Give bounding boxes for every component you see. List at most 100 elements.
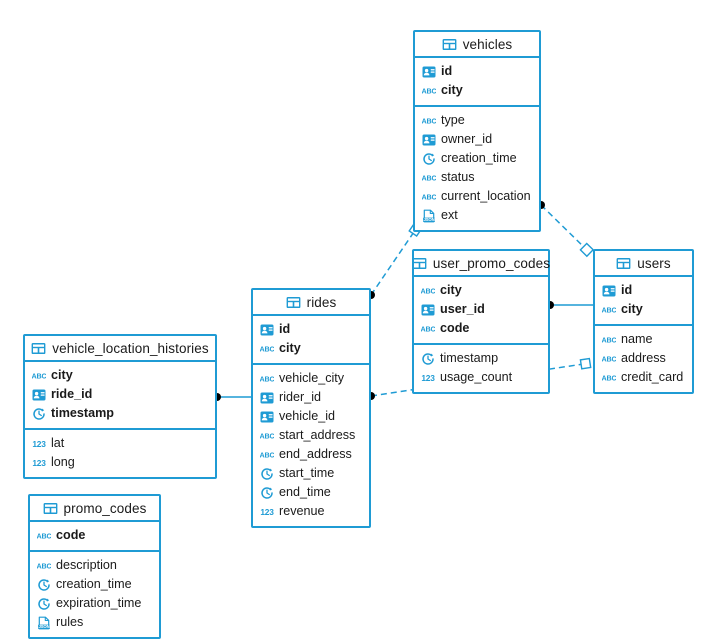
svg-text:ABC: ABC	[421, 286, 435, 295]
svg-text:ABC: ABC	[32, 371, 46, 380]
id-icon	[422, 65, 436, 79]
column-end_time[interactable]: end_time	[253, 483, 369, 502]
svg-text:JSON: JSON	[38, 624, 49, 629]
table-icon	[43, 501, 58, 516]
column-credit_card[interactable]: ABC credit_card	[595, 368, 692, 387]
column-name: end_time	[279, 485, 331, 499]
abc-icon: ABC	[602, 303, 616, 317]
column-name: city	[51, 368, 73, 382]
abc-icon: ABC	[37, 559, 51, 573]
column-name: credit_card	[621, 370, 684, 384]
table-header-rides[interactable]: rides	[253, 290, 369, 316]
column-rules[interactable]: JSON rules	[30, 613, 159, 632]
key-column-id[interactable]: id	[595, 281, 692, 300]
column-name: rules	[56, 615, 84, 629]
column-rider_id[interactable]: rider_id	[253, 388, 369, 407]
one-marker-square	[579, 357, 592, 370]
clock-icon	[260, 467, 274, 481]
table-header-users[interactable]: users	[595, 251, 692, 277]
table-header-vehicles[interactable]: vehicles	[415, 32, 539, 58]
column-name: type	[441, 113, 465, 127]
table-header-vehicle_location_histories[interactable]: vehicle_location_histories	[25, 336, 215, 362]
column-description[interactable]: ABC description	[30, 556, 159, 575]
table-header-promo_codes[interactable]: promo_codes	[30, 496, 159, 522]
json-icon: JSON	[422, 209, 436, 223]
relationship-vehicle-location-histories-to-rides[interactable]	[213, 393, 251, 401]
column-name: user_id	[440, 302, 485, 316]
column-name: lat	[51, 436, 65, 450]
column-name: owner_id	[441, 132, 493, 146]
column-name: code	[440, 321, 470, 335]
column-expiration_time[interactable]: expiration_time	[30, 594, 159, 613]
svg-text:ABC: ABC	[602, 305, 616, 314]
column-name: city	[441, 83, 463, 97]
column-name: vehicle_city	[279, 371, 345, 385]
table-icon	[286, 295, 301, 310]
relationship-user-promo-codes-to-users[interactable]	[546, 301, 593, 309]
key-column-id[interactable]: id	[415, 62, 539, 81]
abc-icon: ABC	[422, 190, 436, 204]
column-timestamp[interactable]: timestamp	[414, 349, 548, 368]
column-creation_time[interactable]: creation_time	[415, 149, 539, 168]
svg-text:ABC: ABC	[260, 450, 274, 459]
svg-text:ABC: ABC	[37, 561, 51, 570]
key-column-id[interactable]: id	[253, 320, 369, 339]
column-name: address	[621, 351, 666, 365]
abc-icon: ABC	[602, 352, 616, 366]
abc-icon: ABC	[37, 529, 51, 543]
column-address[interactable]: ABC address	[595, 349, 692, 368]
column-usage_count[interactable]: 123 usage_count	[414, 368, 548, 387]
key-column-timestamp[interactable]: timestamp	[25, 404, 215, 423]
key-column-user_id[interactable]: user_id	[414, 300, 548, 319]
id-icon	[260, 410, 274, 424]
id-icon	[422, 133, 436, 147]
table-name: rides	[306, 294, 337, 310]
column-name: description	[56, 558, 117, 572]
key-column-city[interactable]: ABC city	[25, 366, 215, 385]
column-creation_time[interactable]: creation_time	[30, 575, 159, 594]
number-icon: 123	[421, 371, 435, 385]
table-icon	[412, 256, 427, 271]
relationship-vehicles-to-users[interactable]	[537, 201, 595, 258]
column-owner_id[interactable]: owner_id	[415, 130, 539, 149]
abc-icon: ABC	[422, 171, 436, 185]
key-column-ride_id[interactable]: ride_id	[25, 385, 215, 404]
column-name: ride_id	[51, 387, 93, 401]
table-header-user_promo_codes[interactable]: user_promo_codes	[412, 251, 550, 277]
column-name: name	[621, 332, 653, 346]
column-name: usage_count	[440, 370, 513, 384]
column-name: start_time	[279, 466, 335, 480]
svg-text:ABC: ABC	[37, 531, 51, 540]
column-vehicle_id[interactable]: vehicle_id	[253, 407, 369, 426]
svg-text:ABC: ABC	[602, 373, 616, 382]
column-start_time[interactable]: start_time	[253, 464, 369, 483]
svg-text:ABC: ABC	[422, 173, 436, 182]
